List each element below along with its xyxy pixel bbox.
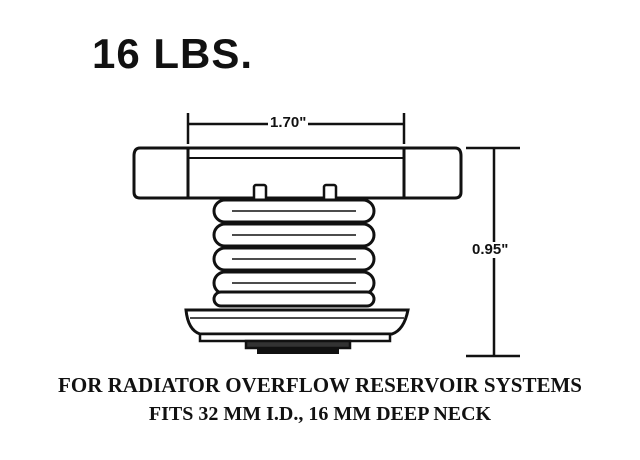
fitment-caption: FITS 32 MM I.D., 16 MM DEEP NECK	[148, 403, 492, 425]
pressure-rating-title: 16 LBS.	[92, 30, 254, 77]
application-caption: FOR RADIATOR OVERFLOW RESERVOIR SYSTEMS	[58, 373, 582, 397]
cap-top	[132, 146, 463, 200]
height-dimension-label: 0.95"	[470, 241, 511, 258]
pressure-spring	[212, 198, 376, 308]
gasket	[198, 332, 392, 354]
seal-plate	[184, 308, 410, 336]
width-dimension-label: 1.70"	[268, 114, 309, 131]
